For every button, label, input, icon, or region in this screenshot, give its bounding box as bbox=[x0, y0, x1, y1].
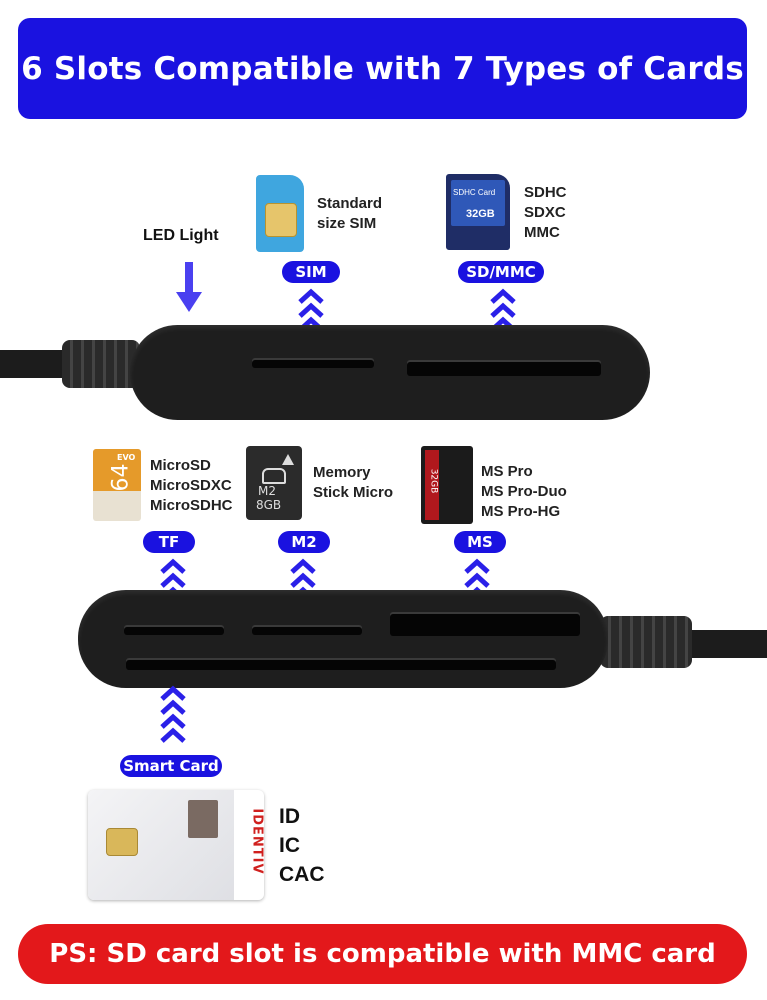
sim-card-icon bbox=[256, 175, 304, 252]
cable-strain-relief-left bbox=[62, 340, 140, 388]
sd-slot-label: SD/MMC bbox=[458, 261, 544, 283]
footer-note-banner: PS: SD card slot is compatible with MMC … bbox=[18, 924, 747, 984]
sd-slot[interactable] bbox=[407, 362, 601, 376]
sd-card-text: SDHC Card bbox=[453, 188, 496, 197]
ms-slot[interactable] bbox=[390, 614, 580, 636]
tf-slot[interactable] bbox=[124, 627, 224, 635]
microsd-card-icon: EVO 64 bbox=[93, 449, 141, 521]
smart-card-slot[interactable] bbox=[126, 660, 556, 670]
m2-card-text: M2 bbox=[258, 484, 276, 498]
ms-card-capacity: 32GB bbox=[428, 468, 439, 494]
sim-description: Standard size SIM bbox=[317, 195, 383, 232]
smart-card-icon: IDENTIV bbox=[88, 790, 264, 900]
memory-stick-pro-icon: 32GB bbox=[421, 446, 473, 524]
page-title: 6 Slots Compatible with 7 Types of Cards bbox=[21, 50, 744, 87]
sd-description: SDHC SDXC MMC bbox=[524, 184, 567, 241]
cable-right bbox=[690, 630, 767, 658]
footer-note: PS: SD card slot is compatible with MMC … bbox=[49, 939, 716, 969]
m2-slot[interactable] bbox=[252, 627, 362, 635]
microsd-capacity: 64 bbox=[108, 463, 134, 492]
top-reader-body bbox=[130, 325, 650, 420]
sim-slot[interactable] bbox=[252, 360, 374, 368]
microsd-brand: EVO bbox=[117, 453, 136, 462]
smart-card-slot-label: Smart Card bbox=[120, 755, 222, 777]
title-banner: 6 Slots Compatible with 7 Types of Cards bbox=[18, 18, 747, 119]
memory-stick-micro-icon: M2 8GB bbox=[246, 446, 302, 520]
smart-card-insert-chevrons-icon bbox=[160, 685, 186, 743]
cable-strain-relief-right bbox=[600, 616, 692, 668]
sim-slot-label: SIM bbox=[282, 261, 340, 283]
m2-card-capacity: 8GB bbox=[256, 498, 282, 512]
ms-slot-label: MS bbox=[454, 531, 506, 553]
tf-description: MicroSD MicroSDXC MicroSDHC bbox=[150, 457, 233, 514]
ms-description: MS Pro MS Pro-Duo MS Pro-HG bbox=[481, 463, 567, 520]
m2-slot-label: M2 bbox=[278, 531, 330, 553]
tf-slot-label: TF bbox=[143, 531, 195, 553]
m2-description: Memory Stick Micro bbox=[313, 464, 394, 501]
sd-card-capacity: 32GB bbox=[466, 208, 495, 220]
smart-card-brand: IDENTIV bbox=[249, 808, 264, 875]
bottom-reader-body bbox=[78, 590, 608, 688]
smart-card-description: ID IC CAC bbox=[279, 805, 325, 886]
led-label: LED Light bbox=[143, 227, 219, 244]
sd-card-icon: SDHC Card 32GB bbox=[446, 174, 510, 250]
down-arrow-icon bbox=[176, 262, 202, 312]
